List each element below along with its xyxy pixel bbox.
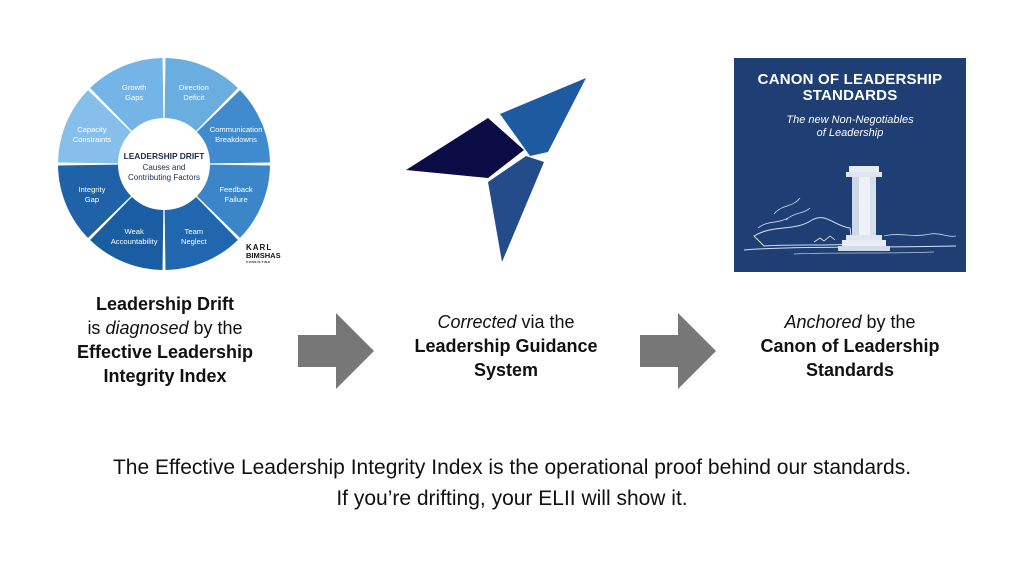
step1-line2-italic: diagnosed — [105, 318, 189, 338]
canon-title-line-1: CANON OF LEADERSHIP — [757, 71, 943, 88]
wheel-segment — [196, 90, 270, 164]
wheel-segment-label-line-2: Neglect — [181, 237, 208, 246]
wheel-segment — [58, 90, 132, 164]
step-correct-caption: Corrected via the Leadership Guidance Sy… — [386, 310, 626, 382]
step3-line2: Canon of Leadership — [760, 336, 940, 356]
canon-title-line-2: STANDARDS — [802, 87, 898, 104]
wheel-segment-label-line-1: Direction — [179, 83, 209, 92]
guidance-arrow-dark-facet — [406, 118, 524, 178]
wheel-segment-label-line-1: Feedback — [219, 185, 253, 194]
step-diagnose-caption: Leadership Drift is diagnosed by the Eff… — [40, 292, 290, 388]
flow-arrow-icon — [298, 313, 374, 389]
canon-subtitle-line-2: of Leadership — [816, 127, 884, 139]
wheel-segment-label-line-1: Capacity — [77, 125, 107, 134]
canon-title: CANON OF LEADERSHIP STANDARDS — [734, 72, 966, 104]
wheel-segment — [90, 58, 164, 132]
wheel-segment-label-line-2: Deficit — [183, 93, 205, 102]
logo-line-1: KARL — [246, 243, 273, 252]
wheel-segment-label-line-2: Gap — [85, 195, 99, 204]
wheel-segment — [90, 196, 164, 270]
step3-line1-post: by the — [861, 312, 916, 332]
wheel-segment — [164, 196, 238, 270]
guidance-arrow-top-facet — [500, 78, 586, 156]
canon-subtitle-line-1: The new Non-Negotiables — [786, 114, 914, 126]
canon-book-cover: CANON OF LEADERSHIP STANDARDS The new No… — [734, 58, 966, 272]
step3-line3: Standards — [805, 360, 895, 380]
step1-line2-post: by the — [188, 318, 243, 338]
step2-line1-italic: Corrected — [437, 312, 517, 332]
pillar-illustration — [743, 166, 957, 255]
wheel-segment-label-line-2: Constraints — [73, 135, 112, 144]
step1-line2-pre: is — [87, 318, 106, 338]
tagline-line-1: The Effective Leadership Integrity Index… — [112, 456, 912, 479]
flow-arrow-icon — [640, 313, 716, 389]
guidance-arrow-icon — [406, 78, 586, 262]
wheel-center-title: LEADERSHIP DRIFT — [124, 151, 206, 161]
step1-line3: Effective Leadership — [76, 342, 254, 362]
tagline: The Effective Leadership Integrity Index… — [0, 452, 1024, 514]
wheel-segment-label-line-1: Integrity — [78, 185, 105, 194]
wheel-segment-label-line-1: Weak — [125, 227, 144, 236]
wheel-segment-label-line-1: Communication — [210, 125, 263, 134]
step2-line2: Leadership Guidance — [414, 336, 598, 356]
logo-line-3: CONSULTING — [246, 260, 271, 264]
step2-line1-post: via the — [516, 312, 575, 332]
step1-line1: Leadership Drift — [95, 294, 235, 314]
wheel-center — [120, 120, 208, 208]
step3-line1-italic: Anchored — [784, 312, 862, 332]
logo-line-2: BIMSHAS — [246, 251, 281, 260]
wheel-center-sub-2: Contributing Factors — [128, 173, 200, 182]
wheel-segment-label-line-1: Growth — [122, 83, 146, 92]
wheel-segment — [58, 164, 132, 238]
wheel-segment-label-line-1: Team — [185, 227, 204, 236]
step2-line3: System — [473, 360, 539, 380]
wheel-segment-label-line-2: Gaps — [125, 93, 143, 102]
leadership-drift-wheel: DirectionDeficitCommunicationBreakdownsF… — [58, 58, 270, 270]
wheel-segment-label-line-2: Breakdowns — [215, 135, 257, 144]
guidance-arrow-bottom-facet — [488, 156, 544, 262]
canon-subtitle: The new Non-Negotiables of Leadership — [734, 114, 966, 140]
wheel-center-sub-1: Causes and — [143, 163, 186, 172]
consulting-logo: KARL BIMSHAS CONSULTING — [246, 243, 281, 268]
step1-line4: Integrity Index — [103, 366, 227, 386]
step-anchor-caption: Anchored by the Canon of Leadership Stan… — [730, 310, 970, 382]
tagline-line-2: If you’re drifting, your ELII will show … — [336, 487, 688, 510]
wheel-segment — [196, 164, 270, 238]
wheel-segment-label-line-2: Failure — [224, 195, 247, 204]
wheel-segment-label-line-2: Accountability — [111, 237, 158, 246]
wheel-segment — [164, 58, 238, 132]
